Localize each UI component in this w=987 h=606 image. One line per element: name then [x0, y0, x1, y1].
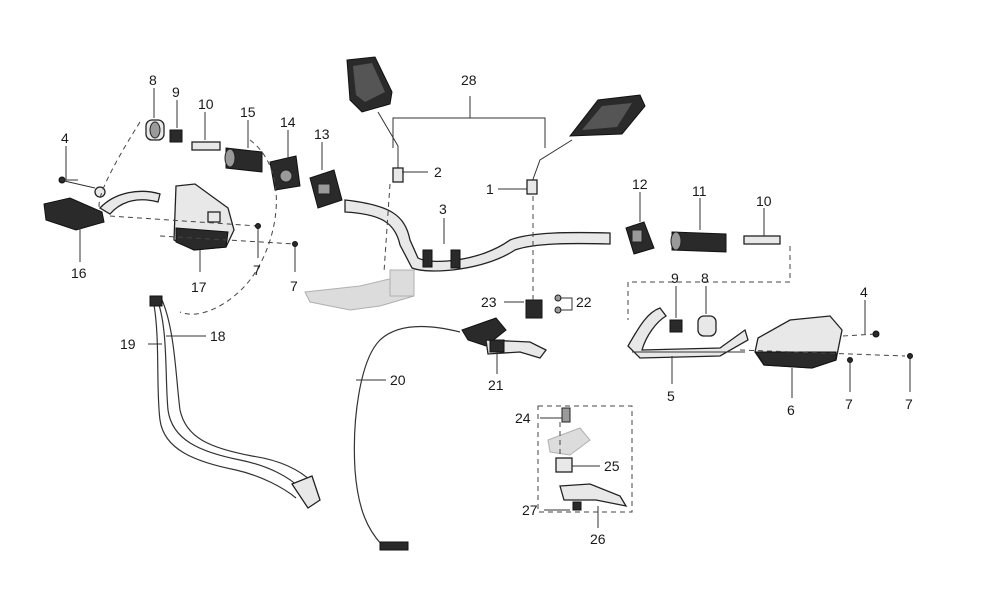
callout-14: 14	[280, 114, 296, 130]
right-hand-guard-shell	[754, 315, 843, 369]
callout-7-b: 7	[290, 278, 298, 294]
callout-17: 17	[191, 279, 207, 295]
callout-19: 19	[120, 336, 136, 352]
callout-10-left: 10	[198, 96, 214, 112]
callout-9-right: 9	[671, 270, 679, 286]
handlebar	[344, 199, 611, 272]
right-hand-guard-bracket	[627, 307, 749, 359]
clutch-lever-assembly	[461, 317, 547, 359]
leader-lines	[65, 88, 911, 528]
callout-8-left: 8	[149, 72, 157, 88]
callout-20: 20	[390, 372, 406, 388]
callout-4-right: 4	[860, 284, 868, 300]
lever-kit-box	[537, 405, 633, 513]
callout-25: 25	[604, 458, 620, 474]
right-switch-housing	[625, 221, 655, 255]
callout-22: 22	[576, 294, 592, 310]
callout-27: 27	[522, 502, 538, 518]
left-switch-housing	[309, 169, 343, 209]
callout-24: 24	[515, 410, 531, 426]
callout-8-right: 8	[701, 270, 709, 286]
callout-4-left: 4	[61, 130, 69, 146]
callout-11: 11	[692, 183, 707, 199]
callout-21: 21	[488, 377, 504, 393]
callout-10-right: 10	[756, 193, 772, 209]
callout-7-c: 7	[845, 396, 853, 412]
handlebar-grip-band-1	[422, 249, 433, 268]
callout-1: 1	[486, 181, 494, 197]
clutch-clamp	[525, 294, 562, 319]
callout-2: 2	[434, 164, 442, 180]
bar-end-weight-right	[697, 315, 717, 337]
bar-end-bolt-left	[191, 141, 221, 151]
right-grip	[670, 231, 727, 253]
callout-16: 16	[71, 265, 87, 281]
bar-end-nut-left	[169, 129, 183, 143]
callout-26: 26	[590, 531, 606, 547]
callout-7-d: 7	[905, 396, 913, 412]
callout-labels: 1 2 3 4 4 5 6 7 7 7 7 8 8 9 9 10 10 11 1…	[61, 72, 913, 547]
left-grip	[224, 147, 263, 173]
throttle-switch-housing	[269, 155, 301, 191]
clutch-cable	[353, 325, 461, 551]
callout-28: 28	[461, 72, 477, 88]
callout-18: 18	[210, 328, 226, 344]
throttle-cables	[149, 295, 321, 509]
callout-12: 12	[632, 176, 648, 192]
callout-15: 15	[240, 104, 256, 120]
left-mirror	[346, 56, 404, 183]
screws	[58, 176, 913, 363]
bar-end-bolt-right	[743, 235, 781, 245]
callout-9-left: 9	[172, 84, 180, 100]
bar-end-weight-left	[145, 119, 165, 141]
callout-23: 23	[481, 294, 497, 310]
callout-5: 5	[667, 388, 675, 404]
callout-3: 3	[439, 201, 447, 217]
left-hand-guard-shell	[173, 183, 235, 251]
handlebar-grip-band-2	[450, 249, 461, 269]
bar-end-nut-right	[669, 319, 683, 333]
callout-6: 6	[787, 402, 795, 418]
right-mirror	[526, 94, 646, 195]
left-hand-guard-bracket	[43, 179, 161, 231]
brake-master-cylinder-ghost	[304, 269, 415, 311]
callout-7-a: 7	[253, 262, 261, 278]
callout-13: 13	[314, 126, 330, 142]
